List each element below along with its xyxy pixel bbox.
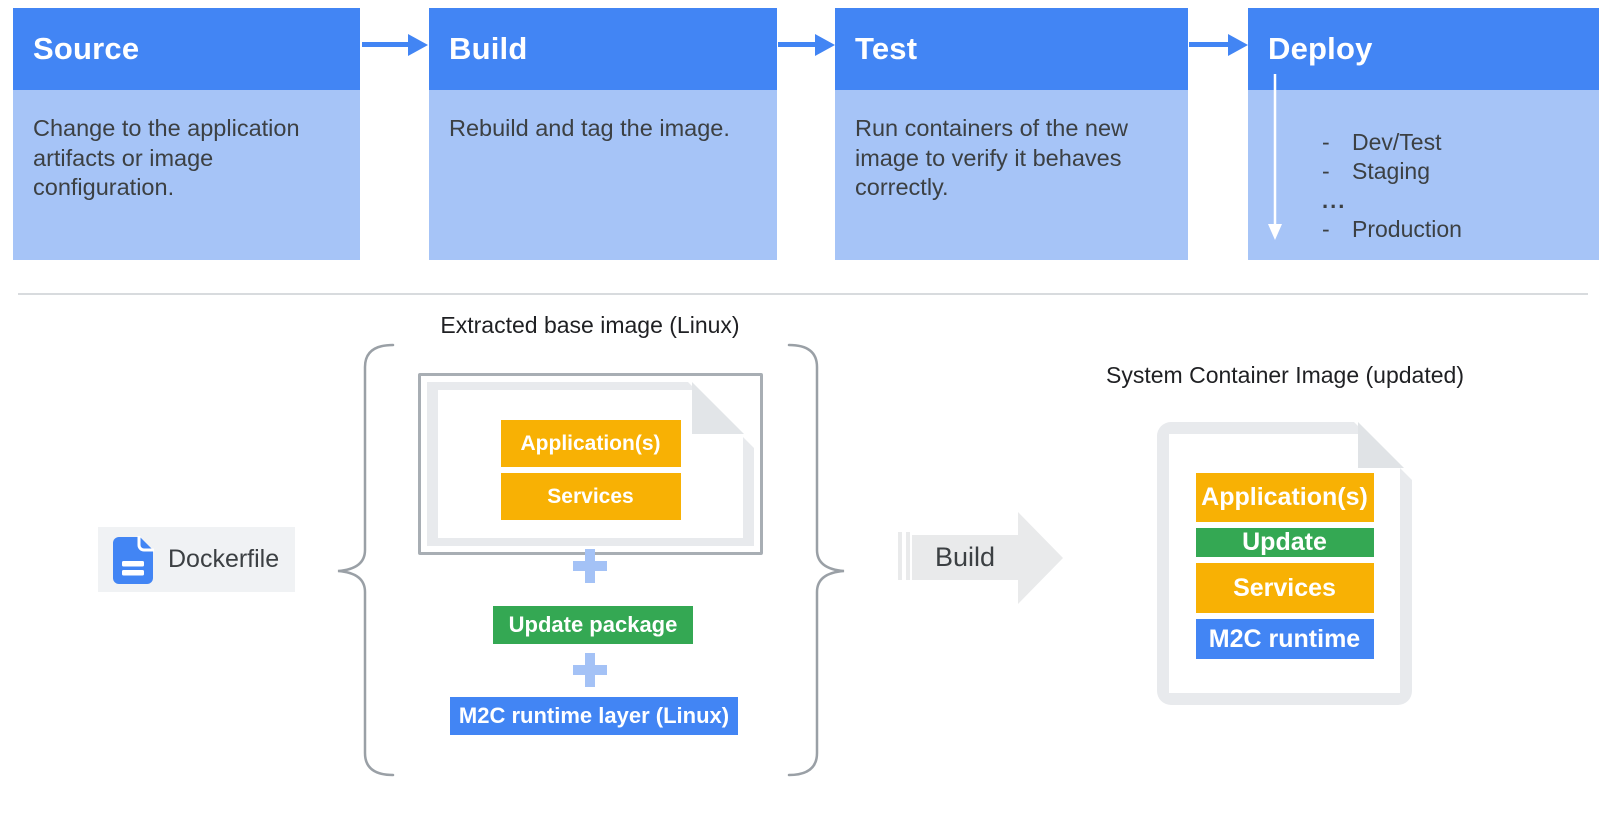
system-container-image-document: Application(s) Update Services M2C runti… [1157, 422, 1412, 705]
layer-services: Services [500, 473, 681, 520]
list-item: - Staging [1322, 157, 1462, 186]
extracted-base-image-title: Extracted base image (Linux) [440, 312, 740, 338]
curly-braces [337, 343, 845, 777]
stage-build-description: Rebuild and tag the image. [429, 90, 777, 260]
m2c-runtime-layer-box: M2C runtime layer (Linux) [450, 697, 738, 735]
dockerfile-panel: Dockerfile [98, 527, 295, 592]
deploy-env-staging: Staging [1352, 158, 1431, 184]
stage-build: Build Rebuild and tag the image. [429, 8, 777, 260]
plus-icon [573, 549, 607, 583]
stage-test-description: Run containers of the new image to verif… [835, 90, 1188, 260]
stage-deploy-body [1248, 90, 1599, 260]
base-image-document: Application(s) Services [427, 382, 754, 546]
layer-applications: Application(s) [500, 420, 681, 467]
stage-deploy: Deploy - Dev/Test - Staging ... - Produc… [1248, 8, 1599, 260]
section-divider [18, 293, 1588, 295]
folded-corner-flap [1358, 422, 1404, 468]
stage-build-title: Build [429, 8, 777, 90]
right-arrow-icon [778, 42, 815, 47]
layer-applications: Application(s) [1195, 473, 1374, 522]
list-item: - Dev/Test [1322, 128, 1462, 157]
folded-corner-flap [692, 382, 744, 434]
big-right-arrow-icon [898, 512, 1063, 604]
document-icon [113, 535, 154, 584]
plus-icon [573, 653, 607, 687]
stage-source-description: Change to the application artifacts or i… [13, 90, 360, 260]
layer-services: Services [1195, 563, 1374, 613]
deploy-env-production: Production [1352, 216, 1462, 242]
down-arrow-icon [1268, 74, 1282, 240]
bullet-dash: - [1322, 129, 1330, 155]
extracted-base-image-frame: Application(s) Services [418, 373, 763, 555]
system-container-image-title: System Container Image (updated) [1106, 362, 1464, 388]
right-arrow-icon [362, 42, 408, 47]
bullet-dash: - [1322, 158, 1330, 184]
list-item-ellipsis: ... [1322, 186, 1462, 215]
dockerfile-label: Dockerfile [168, 545, 280, 573]
document-page: Application(s) Update Services M2C runti… [1169, 422, 1412, 693]
bullet-dash: - [1322, 216, 1330, 242]
layer-update: Update [1195, 528, 1374, 557]
deploy-environment-list: - Dev/Test - Staging ... - Production [1322, 128, 1462, 244]
stage-test: Test Run containers of the new image to … [835, 8, 1188, 260]
deploy-env-dev-test: Dev/Test [1352, 129, 1442, 155]
layer-m2c-runtime: M2C runtime [1195, 619, 1374, 659]
list-item: - Production [1322, 215, 1462, 244]
stage-source: Source Change to the application artifac… [13, 8, 360, 260]
right-arrow-icon [1189, 42, 1228, 47]
stage-test-title: Test [835, 8, 1188, 90]
update-package-box: Update package [493, 606, 693, 644]
ellipsis: ... [1322, 187, 1347, 213]
stage-source-title: Source [13, 8, 360, 90]
build-arrow-label: Build [934, 542, 996, 572]
stage-deploy-title: Deploy [1248, 8, 1599, 90]
